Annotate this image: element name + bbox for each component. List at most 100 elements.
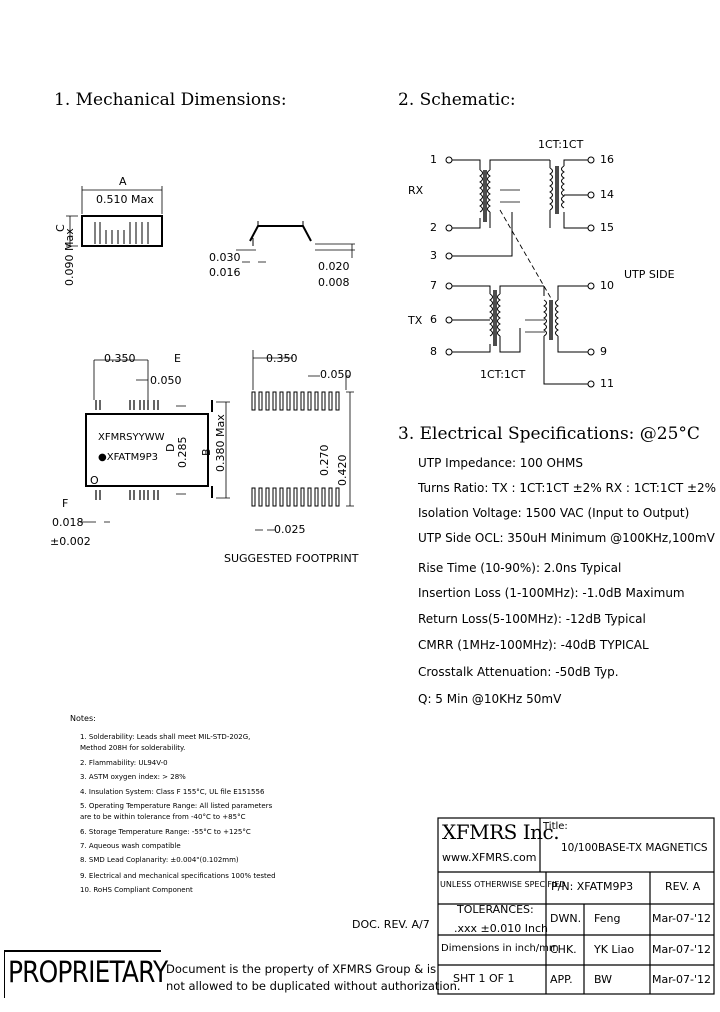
dim-e-letter: E <box>174 352 181 365</box>
dim-c-value: 0.090 Max <box>63 228 76 286</box>
note-line: 5. Operating Temperature Range: All list… <box>80 802 273 810</box>
note-line: 9. Electrical and mechanical specificati… <box>80 872 276 880</box>
dim-f-value: 0.018 <box>52 516 84 529</box>
spec-line: Turns Ratio: TX : 1CT:1CT ±2% RX : 1CT:1… <box>418 481 717 495</box>
mechanical-heading: 1. Mechanical Dimensions: <box>54 90 287 110</box>
dim-b-letter: B <box>200 448 213 456</box>
proprietary-stamp: PROPRIETARY <box>8 955 168 989</box>
app-date: Mar-07-'12 <box>652 973 712 986</box>
schematic-ratio-bottom: 1CT:1CT <box>480 368 526 381</box>
pin-label: 14 <box>600 188 614 201</box>
note-line: 6. Storage Temperature Range: -55°C to +… <box>80 828 251 836</box>
proprietary-line2: not allowed to be duplicated without aut… <box>166 979 461 993</box>
note-line: are to be within tolerance from -40°C to… <box>80 813 246 821</box>
utp-side-label: UTP SIDE <box>624 268 675 281</box>
lead-thick-max: 0.020 <box>318 260 350 273</box>
pin-label: 11 <box>600 377 614 390</box>
note-line: 7. Aqueous wash compatible <box>80 842 181 850</box>
app-label: APP. <box>550 973 573 986</box>
dwn-label: DWN. <box>550 912 582 925</box>
part-marking-line2: ●XFATM9P3 <box>98 452 158 463</box>
note-line: 4. Insulation System: Class F 155°C, UL … <box>80 788 265 796</box>
schematic-tx <box>445 282 595 388</box>
part-marking-line1: XFMRSYYWW <box>98 432 165 443</box>
pin-label: 7 <box>430 279 437 292</box>
dimension-units: Dimensions in inch/mm <box>441 943 559 954</box>
dim-f-letter: F <box>62 497 69 510</box>
revision: REV. A <box>665 880 701 893</box>
pin-label: 1 <box>430 153 437 166</box>
chk-label: CHK. <box>550 943 577 956</box>
pin-label: 8 <box>430 345 437 358</box>
dwn-name: Feng <box>594 912 621 925</box>
doc-revision: DOC. REV. A/7 <box>352 918 430 931</box>
pin-label: 16 <box>600 153 614 166</box>
pin1-marker: O <box>90 474 99 487</box>
note-line: 3. ASTM oxygen index: > 28% <box>80 773 186 781</box>
footprint-pads-bottom <box>251 487 340 507</box>
dim-050: 0.050 <box>150 374 182 387</box>
spec-line: Return Loss(5-100MHz): -12dB Typical <box>418 612 646 626</box>
spec-line: UTP Side OCL: 350uH Minimum @100KHz,100m… <box>418 531 715 545</box>
title-label: Title: <box>543 821 568 832</box>
chk-date: Mar-07-'12 <box>652 943 712 956</box>
dim-a-letter: A <box>119 175 127 188</box>
pin-label: 15 <box>600 221 614 234</box>
pin-label: 6 <box>430 313 437 326</box>
footprint-dim-350: 0.350 <box>266 352 298 365</box>
lead-width-min: 0.016 <box>209 266 241 279</box>
spec-line: Isolation Voltage: 1500 VAC (Input to Ou… <box>418 506 690 520</box>
note-line: Method 208H for solderability. <box>80 744 186 752</box>
dim-350: 0.350 <box>104 352 136 365</box>
dim-d-value: 0.285 <box>176 436 189 469</box>
lead-width-max: 0.030 <box>209 251 241 264</box>
tolerances-label: TOLERANCES: <box>457 903 534 916</box>
proprietary-frame <box>4 950 161 998</box>
schematic-rx <box>445 156 595 260</box>
side-view-body <box>81 215 163 247</box>
lead-profile <box>249 225 312 242</box>
schematic-heading: 2. Schematic: <box>398 90 516 110</box>
note-line: 2. Flammability: UL94V-0 <box>80 759 168 767</box>
company-name: XFMRS Inc. <box>442 820 560 844</box>
note-line: 1. Solderability: Leads shall meet MIL-S… <box>80 733 251 741</box>
spec-line: Rise Time (10-90%): 2.0ns Typical <box>418 561 622 575</box>
lead-thick-min: 0.008 <box>318 276 350 289</box>
pin-label: 9 <box>600 345 607 358</box>
pin-label: 2 <box>430 221 437 234</box>
part-number: P/N: XFATM9P3 <box>551 880 634 893</box>
footprint-dim-270: 0.270 <box>318 444 331 477</box>
app-name: BW <box>594 973 613 986</box>
footprint-label: SUGGESTED FOOTPRINT <box>224 552 359 565</box>
unless-specified: UNLESS OTHERWISE SPECIFIED <box>440 880 566 889</box>
spec-line: CMRR (1MHz-100MHz): -40dB TYPICAL <box>418 638 649 652</box>
company-website: www.XFMRS.com <box>442 851 537 864</box>
notes-title: Notes: <box>70 714 96 723</box>
dim-b-value: 0.380 Max <box>214 414 227 472</box>
footprint-dim-420: 0.420 <box>336 454 349 487</box>
footprint-pads-top <box>251 391 340 411</box>
dwn-date: Mar-07-'12 <box>652 912 712 925</box>
top-view-body <box>85 413 209 487</box>
note-line: 8. SMD Lead Coplanarity: ±0.004"(0.102mm… <box>80 856 239 864</box>
title-block-grid <box>437 817 715 995</box>
sheet-number: SHT 1 OF 1 <box>453 972 515 985</box>
pin-label: 10 <box>600 279 614 292</box>
footprint-dim-025: 0.025 <box>274 523 306 536</box>
tx-label: TX <box>408 314 423 327</box>
tolerance-value: .xxx ±0.010 Inch <box>454 922 548 935</box>
spec-line: Q: 5 Min @10KHz 50mV <box>418 692 562 706</box>
schematic-ratio-top: 1CT:1CT <box>538 138 584 151</box>
rx-label: RX <box>408 184 424 197</box>
proprietary-line1: Document is the property of XFMRS Group … <box>166 962 437 976</box>
spec-line: Crosstalk Attenuation: -50dB Typ. <box>418 665 619 679</box>
footprint-dim-050: 0.050 <box>320 368 352 381</box>
dim-a-value: 0.510 Max <box>96 193 154 206</box>
note-line: 10. RoHS Compliant Component <box>80 886 193 894</box>
chk-name: YK Liao <box>594 943 635 956</box>
dim-f-tolerance: ±0.002 <box>50 535 91 548</box>
pin-label: 3 <box>430 249 437 262</box>
spec-line: Insertion Loss (1-100MHz): -1.0dB Maximu… <box>418 586 685 600</box>
electrical-heading: 3. Electrical Specifications: @25°C <box>398 424 700 444</box>
